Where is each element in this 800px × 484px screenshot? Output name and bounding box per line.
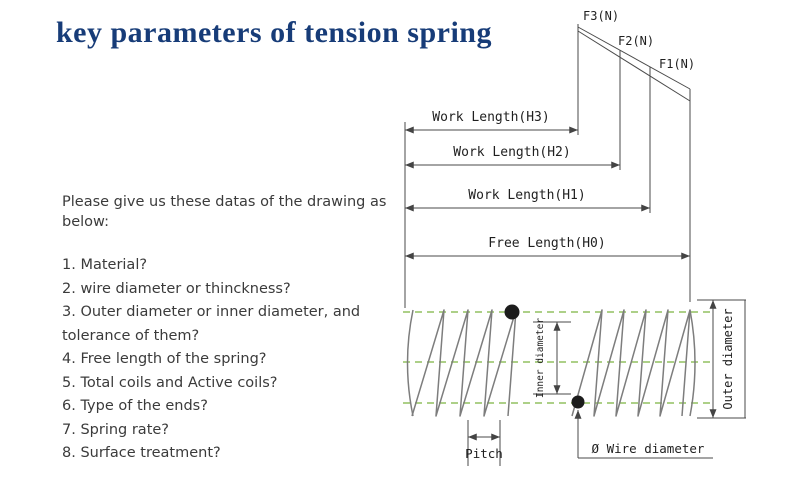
work-length-h2-label: Work Length(H2)	[453, 145, 570, 160]
note-item-5: 5. Total coils and Active coils?	[62, 374, 278, 391]
notes-panel: Please give us these datas of the drawin…	[62, 192, 414, 466]
force-diagram: F3(N) F2(N) F1(N)	[577, 9, 695, 135]
wire-cross-section-top-dot	[504, 304, 520, 320]
pitch-label: Pitch	[465, 446, 503, 461]
force-f3-label: F3(N)	[583, 9, 619, 23]
dimension-pitch: Pitch	[465, 420, 503, 466]
spring-left-end-cap	[406, 309, 414, 417]
free-length-h0-label: Free Length(H0)	[488, 236, 605, 251]
work-length-h3-label: Work Length(H3)	[432, 110, 549, 125]
extension-lines	[404, 50, 691, 308]
note-item-1: 1. Material?	[62, 257, 148, 273]
spring-right-end-cap	[689, 309, 696, 417]
inner-diameter-label: Inner diameter	[535, 318, 546, 398]
dimension-wire-diameter: Ø Wire diameter	[574, 410, 713, 459]
dimension-inner-diameter: Inner diameter	[533, 318, 571, 398]
spring-right-section	[571, 309, 691, 417]
spring-left-section	[411, 309, 517, 417]
dimension-outer-diameter: Outer diameter	[697, 299, 746, 419]
note-item-4: 4. Free length of the spring?	[62, 351, 267, 367]
note-item-7: 7. Spring rate?	[62, 421, 169, 438]
dimension-work-length-h3: Work Length(H3)	[405, 110, 578, 134]
outer-diameter-label: Outer diameter	[721, 308, 735, 409]
wire-diameter-label: Ø Wire diameter	[592, 441, 705, 456]
page-title: key parameters of tension spring	[56, 16, 492, 49]
work-length-h1-label: Work Length(H1)	[468, 188, 585, 203]
wire-cross-section-bottom-dot	[571, 395, 585, 409]
note-item-2: 2. wire diameter or thinckness?	[62, 280, 291, 297]
note-item-8: 8. Surface treatment?	[62, 445, 221, 461]
notes-intro: Please give us these datas of the drawin…	[62, 194, 387, 230]
dimension-work-length-h2: Work Length(H2)	[405, 145, 620, 169]
dimension-free-length-h0: Free Length(H0)	[405, 236, 690, 260]
dimension-work-length-h1: Work Length(H1)	[405, 188, 650, 212]
spring-coils	[406, 304, 696, 417]
force-f1-label: F1(N)	[659, 57, 695, 71]
note-item-3: 3. Outer diameter or inner diameter, and…	[62, 304, 361, 344]
force-f2-label: F2(N)	[618, 34, 654, 48]
note-item-6: 6. Type of the ends?	[62, 398, 208, 414]
